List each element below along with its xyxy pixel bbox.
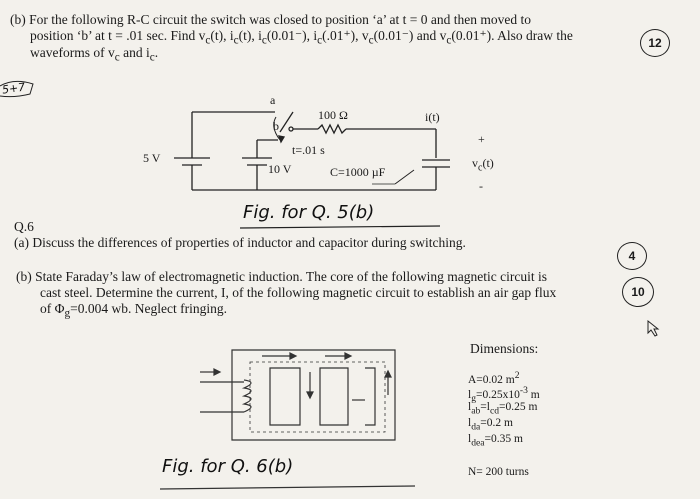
dim-lab-val: =0.25 m xyxy=(498,401,538,413)
vc-plus: + xyxy=(478,132,485,146)
dim-area: A=0.02 m2 xyxy=(468,370,520,386)
q5b-line2-e: (.01⁺), v xyxy=(322,28,369,43)
q5b-line1: (b) For the following R-C circuit the sw… xyxy=(10,12,532,27)
q6b-line3: of Φg=0.004 wb. Neglect fringing. xyxy=(40,301,227,320)
dim-area-sup: 2 xyxy=(514,370,520,381)
dim-lcd-sub: cd xyxy=(489,405,499,417)
dim-lg-val: =0.25x10 xyxy=(476,388,520,401)
dim-lda-val: =0.2 m xyxy=(480,417,513,429)
q6b-line3-a: of Φ xyxy=(40,301,65,316)
q6b-line1: (b) State Faraday’s law of electromagnet… xyxy=(16,269,547,284)
dim-lda-l: l xyxy=(468,417,472,429)
sub-g: g xyxy=(64,307,71,320)
dim-lg-unit: m xyxy=(527,388,540,401)
sub-c: c xyxy=(261,34,267,47)
sub-c: c xyxy=(446,34,452,47)
dim-ldea-val: =0.35 m xyxy=(484,433,523,445)
dim-ldea-sub: dea xyxy=(471,437,485,449)
switch-time-label: t=.01 s xyxy=(292,143,325,157)
vc-label: vc(t) xyxy=(472,156,494,173)
dim-lab: lab=lcd=0.25 m xyxy=(468,401,537,416)
dim-lab-mid: =l xyxy=(480,401,490,413)
vc-label-rest: (t) xyxy=(482,156,494,170)
vc-minus: - xyxy=(479,179,483,193)
marks-4-badge: 4 xyxy=(617,242,647,270)
dim-lda-sub: da xyxy=(471,421,481,433)
q5b-line2-b: (t), i xyxy=(210,28,234,43)
dim-lda: lda=0.2 m xyxy=(468,417,513,432)
q5b-line2: position ‘b’ at t = .01 sec. Find vc(t),… xyxy=(30,28,573,47)
sub-c: c xyxy=(478,162,483,174)
dim-lab-l: l xyxy=(468,401,472,413)
source-10v-label: 10 V xyxy=(268,162,292,176)
fig-q6b-caption: Fig. for Q. 6(b) xyxy=(162,456,294,477)
q5b-line2-g: (0.01⁺). Also draw the xyxy=(451,28,573,43)
marks-10-badge: 10 xyxy=(622,277,654,307)
dim-lg-sup: -3 xyxy=(519,385,528,396)
q5b-line3-a: waveforms of v xyxy=(30,45,115,60)
node-a-label: a xyxy=(270,93,276,107)
vc-label-v: v xyxy=(472,156,478,170)
dimensions-title: Dimensions: xyxy=(470,341,539,356)
q5b-line2-c: (t), i xyxy=(238,28,262,43)
marks-12-badge: 12 xyxy=(640,29,670,57)
dim-turns: N= 200 turns xyxy=(468,466,529,478)
q5b-line3-c: . xyxy=(154,45,159,60)
resistor-label: 100 Ω xyxy=(318,108,348,122)
sub-c: c xyxy=(233,34,239,47)
dim-lg-sub: g xyxy=(471,393,476,405)
dim-lg-l: l xyxy=(468,388,472,401)
dim-lg: lg=0.25x10-3 m xyxy=(468,385,540,404)
dim-lab-sub: ab xyxy=(471,405,481,417)
q5b-line2-d: (0.01⁻), i xyxy=(266,28,318,43)
q5b-line2-f: (0.01⁻) and v xyxy=(373,28,447,43)
source-5v-label: 5 V xyxy=(143,151,161,165)
q5b-line2-a: position ‘b’ at t = .01 sec. Find v xyxy=(30,28,206,43)
dim-area-val: A=0.02 m xyxy=(468,373,515,386)
q6a-text: (a) Discuss the differences of propertie… xyxy=(14,235,466,250)
sub-c: c xyxy=(205,34,211,47)
q6-number: Q.6 xyxy=(14,219,34,234)
sub-c: c xyxy=(114,51,120,64)
q5b-line3-b: and i xyxy=(119,45,150,60)
capacitor-label: C=1000 µF xyxy=(330,165,386,179)
node-b-label: b xyxy=(273,119,279,133)
current-label: i(t) xyxy=(425,110,440,124)
sub-c: c xyxy=(368,34,374,47)
q6b-line3-b: =0.004 wb. Neglect fringing. xyxy=(70,301,227,316)
dim-ldea-l: l xyxy=(468,433,472,445)
sub-c: c xyxy=(317,34,323,47)
sub-c: c xyxy=(149,51,155,64)
q6b-line2: cast steel. Determine the current, I, of… xyxy=(40,285,557,300)
q5b-line3: waveforms of vc and ic. xyxy=(30,45,158,64)
fig-q5b-caption: Fig. for Q. 5(b) xyxy=(243,202,375,223)
dim-ldea: ldea=0.35 m xyxy=(468,433,523,448)
